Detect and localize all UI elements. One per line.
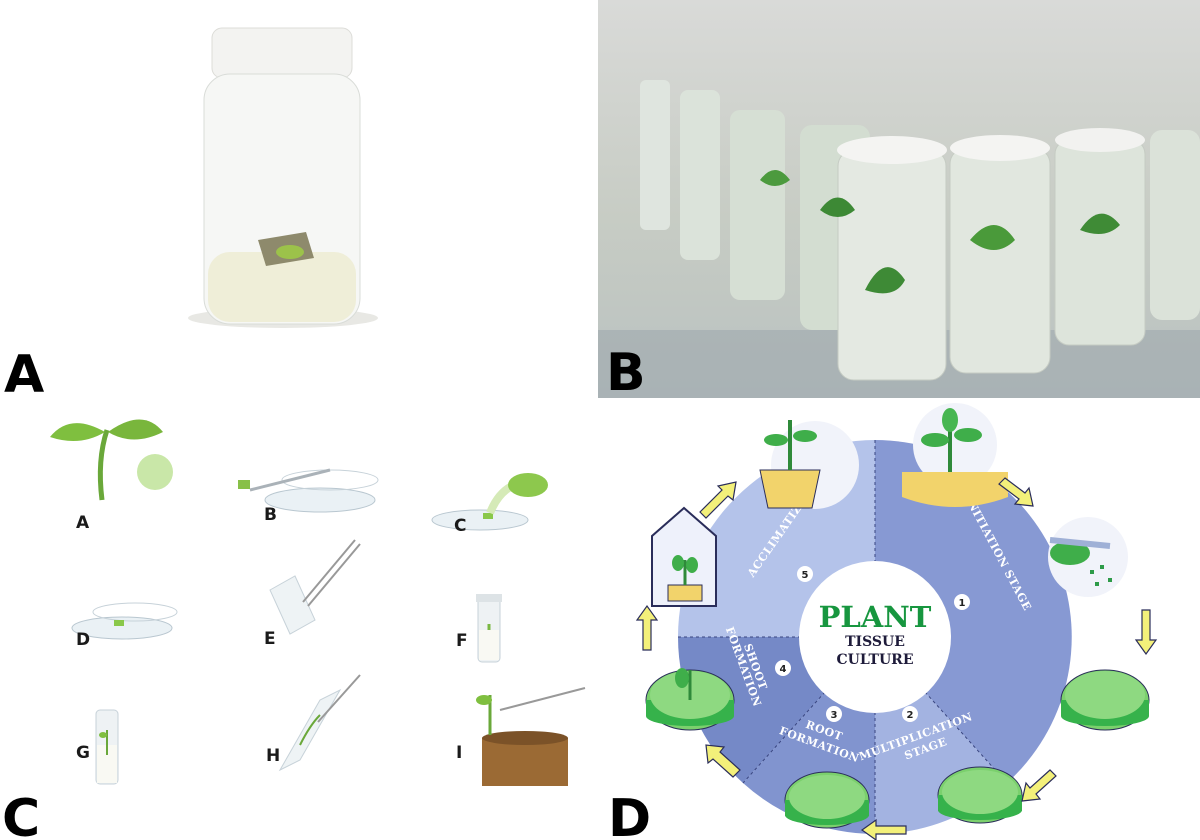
panel-b-label: B: [606, 343, 646, 403]
culture-jar-image: [188, 27, 378, 328]
potted-plant-illustration: [759, 420, 859, 509]
panel-b: B: [598, 0, 1200, 403]
center-circle: [799, 561, 951, 713]
diagram-title-culture: CULTURE: [837, 652, 914, 668]
svg-text:2: 2: [907, 710, 914, 721]
step-label-g: G: [76, 743, 90, 763]
step-d-dish-illustration: [71, 602, 178, 640]
culture-jars-rows-image: [598, 80, 1200, 398]
step-g-tube-plantlet-illustration: [95, 709, 119, 785]
svg-text:1: 1: [959, 598, 966, 609]
arrow-icon: [860, 818, 907, 840]
diagram-title-plant: PLANT: [819, 600, 932, 634]
step-label-a: A: [76, 513, 90, 533]
step-b-cutting-illustration: [238, 468, 379, 513]
step-label-h: H: [266, 746, 280, 766]
step-a-seedling-illustration: [50, 419, 173, 501]
step-label-b: B: [264, 505, 277, 525]
step-h-slide-forceps-illustration: [278, 674, 361, 772]
greenhouse-illustration: [651, 506, 717, 607]
step-label-d: D: [76, 630, 90, 650]
step-c-dish-illustration: [431, 473, 548, 531]
svg-text:3: 3: [831, 710, 838, 721]
cycle-arrows: [635, 477, 1158, 840]
stage-number-5: 5: [797, 566, 813, 582]
step-label-c: C: [454, 516, 466, 536]
step-label-f: F: [456, 631, 468, 651]
plant-in-soil-illustration: [902, 403, 1008, 507]
culture-dish-4-illustration: [645, 668, 735, 731]
step-e-slide-forceps-illustration: [269, 539, 361, 635]
culture-dish-1-illustration: [1060, 669, 1150, 731]
culture-dish-2-illustration: [937, 766, 1023, 824]
arrow-icon: [699, 481, 737, 519]
svg-text:5: 5: [802, 570, 809, 581]
step-label-i: I: [456, 743, 462, 763]
panel-a: A: [0, 0, 592, 405]
arrow-icon: [998, 477, 1034, 507]
panel-d-label: D: [608, 789, 651, 840]
stage-number-1: 1: [954, 594, 970, 610]
stage-number-3: 3: [826, 706, 842, 722]
panel-a-label: A: [4, 345, 44, 405]
svg-text:4: 4: [780, 664, 787, 675]
panel-d: PLANT TISSUE CULTURE 1 2 3 4 5 INITIATIO…: [608, 403, 1158, 840]
diagram-title-tissue: TISSUE: [845, 634, 905, 650]
arrow-icon: [1134, 609, 1158, 656]
explant-cutting-illustration: [1048, 517, 1128, 597]
panel-c-label: C: [2, 789, 40, 840]
culture-dish-3-illustration: [784, 771, 870, 829]
step-label-e: E: [264, 629, 276, 649]
step-f-tube-illustration: [476, 594, 502, 663]
arrow-icon: [705, 744, 741, 778]
step-i-soil-transplant-illustration: [476, 687, 586, 786]
panel-c: A B C D E F G H I C: [2, 419, 586, 840]
stage-number-2: 2: [902, 706, 918, 722]
segment-initiation: [875, 440, 1072, 783]
arrow-icon: [635, 604, 659, 651]
stage-number-4: 4: [775, 660, 791, 676]
arrow-icon: [1021, 769, 1057, 802]
